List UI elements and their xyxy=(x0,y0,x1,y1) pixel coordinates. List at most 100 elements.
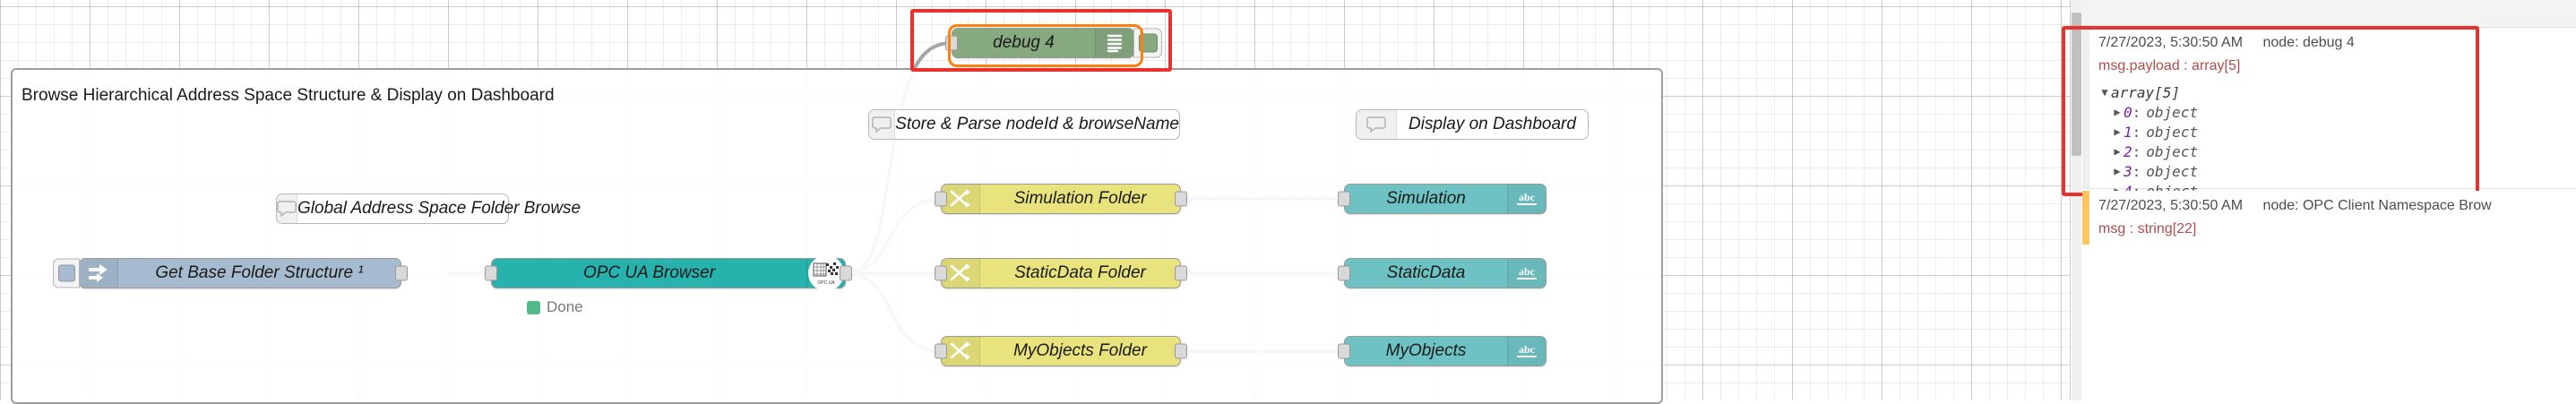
node-get-base-folder-structure[interactable]: Get Base Folder Structure ¹ xyxy=(53,258,408,288)
debug-source-node: node: debug 4 xyxy=(2262,35,2355,50)
debug-timestamp: 7/27/2023, 5:30:50 AM xyxy=(2098,35,2244,50)
tree-item-value: object xyxy=(2146,162,2199,180)
function-switch-icon xyxy=(942,185,980,213)
input-port[interactable] xyxy=(1338,343,1350,359)
function-switch-icon xyxy=(942,259,980,288)
debug-lines-icon xyxy=(1095,29,1133,57)
comment-display-on-dashboard[interactable]: Display on Dashboard xyxy=(1356,109,1589,140)
input-port[interactable] xyxy=(935,191,947,207)
svg-text:abc: abc xyxy=(1519,191,1536,203)
debug-timestamp: 7/27/2023, 5:30:50 AM xyxy=(2098,198,2244,213)
debug-scrollbar-thumb[interactable] xyxy=(2072,13,2081,156)
chevron-right-icon[interactable]: ▶ xyxy=(2114,125,2121,138)
node-dashboard-staticdata[interactable]: StaticData abc xyxy=(1338,258,1546,288)
svg-text:abc: abc xyxy=(1519,343,1536,356)
tree-item-colon: : xyxy=(2132,123,2141,141)
debug-message[interactable]: 7/27/2023, 5:30:50 AM node: OPC Client N… xyxy=(2082,191,2576,245)
input-port[interactable] xyxy=(1338,265,1350,281)
node-dashboard-simulation[interactable]: Simulation abc xyxy=(1338,184,1546,214)
debug-message[interactable]: 7/27/2023, 5:30:50 AM node: debug 4 msg.… xyxy=(2082,28,2576,200)
input-port[interactable] xyxy=(935,265,947,281)
comment-store-parse[interactable]: Store & Parse nodeId & browseName xyxy=(868,109,1180,140)
comment-label: Store & Parse nodeId & browseName xyxy=(895,115,1179,133)
tree-root-row[interactable]: ▼ array[5] xyxy=(2098,82,2568,102)
node-staticdata-folder[interactable]: StaticData Folder xyxy=(935,258,1187,288)
tree-item-row[interactable]: ▶ 3 : object xyxy=(2111,161,2568,181)
node-status-done: Done xyxy=(527,298,583,316)
inject-trigger-button[interactable] xyxy=(53,258,80,288)
status-dot xyxy=(527,300,540,314)
comment-label: Display on Dashboard xyxy=(1409,115,1576,133)
input-port[interactable] xyxy=(945,35,958,51)
input-port[interactable] xyxy=(935,343,947,359)
comment-icon xyxy=(277,194,297,223)
tree-item-row[interactable]: ▶ 0 : object xyxy=(2111,102,2568,122)
node-dashboard-myobjects[interactable]: MyObjects abc xyxy=(1338,336,1546,366)
tree-item-value: object xyxy=(2146,123,2199,141)
flow-canvas[interactable]: Browse Hierarchical Address Space Struct… xyxy=(0,0,2070,404)
input-port[interactable] xyxy=(485,265,497,281)
debug-enable-toggle[interactable] xyxy=(1133,28,1162,58)
debug-sidebar[interactable]: 7/27/2023, 5:30:50 AM node: debug 4 msg.… xyxy=(2062,0,2576,400)
debug-sidebar-toolbar[interactable] xyxy=(2071,0,2576,28)
inject-arrow-icon xyxy=(80,259,118,288)
debug-property-path: msg : string[22] xyxy=(2098,221,2197,236)
node-opc-ua-browser[interactable]: OPC UA Browser OPC UA xyxy=(485,255,852,291)
node-label: OPC UA Browser xyxy=(582,263,716,282)
tree-item-index: 2 xyxy=(2124,142,2132,160)
node-label: debug 4 xyxy=(993,33,1055,52)
chevron-down-icon[interactable]: ▼ xyxy=(2101,86,2108,99)
input-port[interactable] xyxy=(1338,191,1350,207)
comment-icon xyxy=(869,110,896,139)
output-port[interactable] xyxy=(1175,343,1187,359)
abc-text-icon: abc xyxy=(1507,259,1546,288)
node-label: StaticData Folder xyxy=(1014,263,1146,282)
node-label: Simulation Folder xyxy=(1013,189,1147,208)
opcua-logo-icon: OPC UA xyxy=(806,255,845,291)
output-port[interactable] xyxy=(840,265,852,281)
tree-item-index: 0 xyxy=(2124,103,2132,121)
tree-item-colon: : xyxy=(2132,162,2141,180)
node-debug-4[interactable]: debug 4 xyxy=(945,28,1162,58)
node-label: StaticData xyxy=(1386,263,1466,282)
tree-item-value: object xyxy=(2146,142,2199,160)
svg-text:OPC UA: OPC UA xyxy=(817,280,835,286)
debug-scrollbar-track[interactable] xyxy=(2072,0,2081,400)
output-port[interactable] xyxy=(395,265,408,281)
tree-item-value: object xyxy=(2146,103,2199,121)
debug-message-header: 7/27/2023, 5:30:50 AM node: OPC Client N… xyxy=(2098,198,2568,214)
output-port[interactable] xyxy=(1175,265,1187,281)
comment-global-address-space[interactable]: Global Address Space Folder Browse xyxy=(276,193,581,224)
node-label: MyObjects Folder xyxy=(1013,341,1147,360)
chevron-right-icon[interactable]: ▶ xyxy=(2114,145,2121,158)
chevron-right-icon[interactable]: ▶ xyxy=(2114,165,2121,177)
flow-group-label: Browse Hierarchical Address Space Struct… xyxy=(22,86,555,105)
debug-message-header: 7/27/2023, 5:30:50 AM node: debug 4 xyxy=(2098,35,2568,51)
node-myobjects-folder[interactable]: MyObjects Folder xyxy=(935,336,1187,366)
function-switch-icon xyxy=(942,337,980,365)
debug-property-path: msg.payload : array[5] xyxy=(2098,58,2241,73)
comment-icon xyxy=(1357,110,1397,139)
debug-message-bar xyxy=(2082,191,2089,245)
svg-text:abc: abc xyxy=(1519,265,1536,278)
tree-item-row[interactable]: ▶ 2 : object xyxy=(2111,142,2568,161)
tree-item-index: 1 xyxy=(2124,123,2132,141)
tree-root-label: array[5] xyxy=(2111,83,2181,101)
tree-item-index: 3 xyxy=(2124,162,2132,180)
node-label: MyObjects xyxy=(1385,341,1467,360)
debug-message-bar xyxy=(2082,28,2089,188)
chevron-right-icon[interactable]: ▶ xyxy=(2114,106,2121,118)
abc-text-icon: abc xyxy=(1507,185,1546,213)
comment-label: Global Address Space Folder Browse xyxy=(297,199,582,218)
tree-item-row[interactable]: ▶ 1 : object xyxy=(2111,122,2568,142)
node-label: Get Base Folder Structure ¹ xyxy=(155,263,364,282)
abc-text-icon: abc xyxy=(1507,337,1546,365)
debug-source-node: node: OPC Client Namespace Brow xyxy=(2262,198,2492,213)
output-port[interactable] xyxy=(1175,191,1187,207)
node-simulation-folder[interactable]: Simulation Folder xyxy=(935,184,1187,214)
debug-payload-tree[interactable]: ▼ array[5] ▶ 0 : object ▶ 1 : object xyxy=(2098,82,2568,201)
node-label: Simulation xyxy=(1386,189,1466,208)
tree-item-colon: : xyxy=(2132,103,2141,121)
status-label: Done xyxy=(547,298,583,315)
tree-item-colon: : xyxy=(2132,142,2141,160)
